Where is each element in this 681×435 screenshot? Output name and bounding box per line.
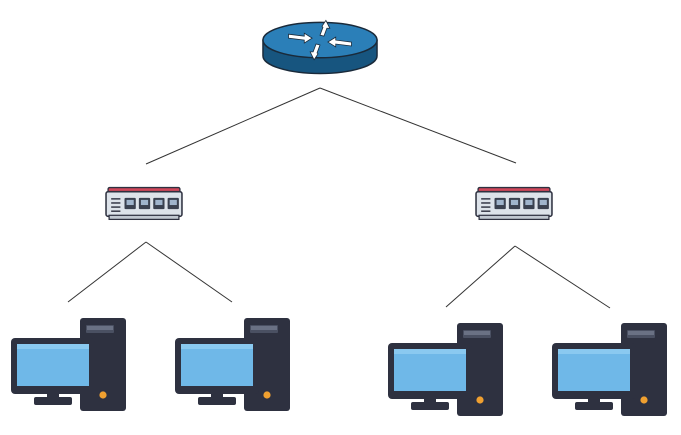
desktop-computer-icon xyxy=(551,322,668,417)
switch-right xyxy=(475,186,553,221)
connector-lines xyxy=(67,87,611,309)
desktop-computer-icon xyxy=(174,317,291,412)
link-switch-left-pc-1 xyxy=(67,241,147,303)
link-switch-right-pc-3 xyxy=(445,245,516,308)
router xyxy=(262,19,378,75)
router-icon xyxy=(262,19,378,75)
link-router-switch-left xyxy=(145,87,321,165)
desktop-computer-icon xyxy=(387,322,504,417)
pc-4 xyxy=(551,322,668,417)
link-router-switch-right xyxy=(319,87,517,164)
network-switch-icon xyxy=(475,186,553,221)
pc-2 xyxy=(174,317,291,412)
link-switch-right-pc-4 xyxy=(514,245,611,309)
link-switch-left-pc-2 xyxy=(145,241,233,303)
pc-3 xyxy=(387,322,504,417)
switch-left xyxy=(105,186,183,221)
pc-1 xyxy=(10,317,127,412)
desktop-computer-icon xyxy=(10,317,127,412)
network-switch-icon xyxy=(105,186,183,221)
